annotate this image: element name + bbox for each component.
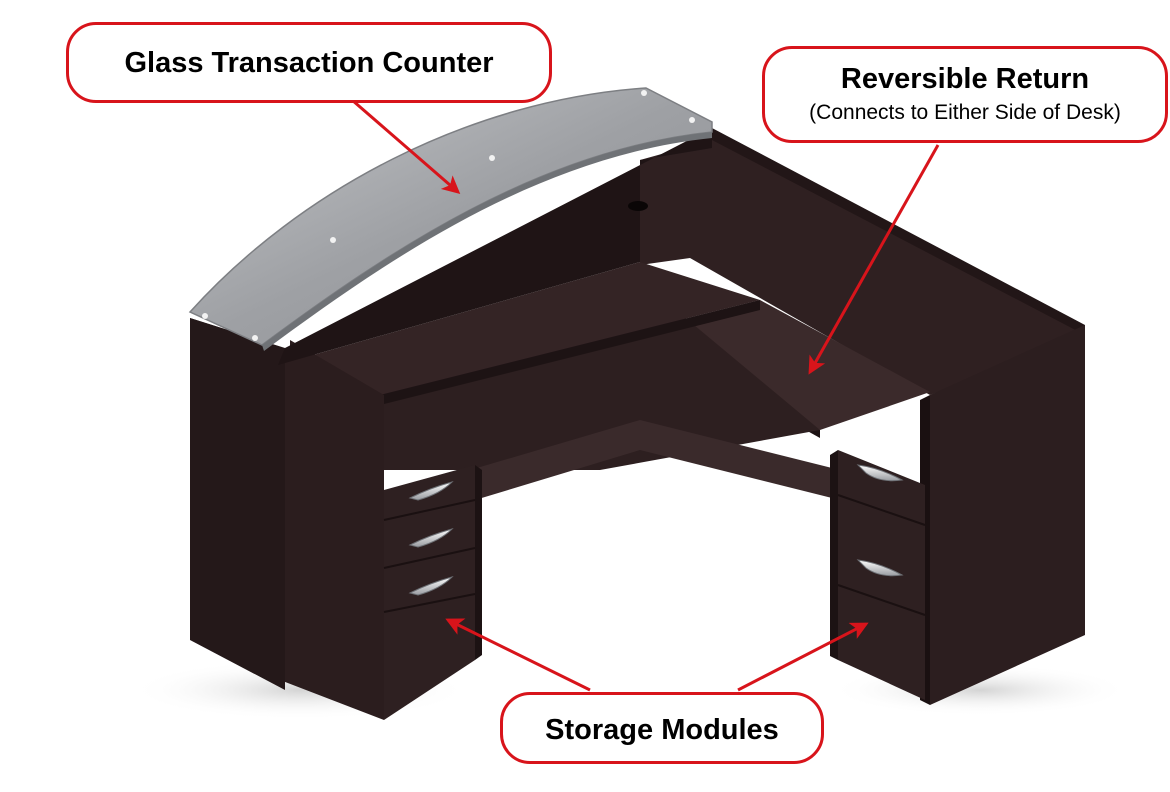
glass-standoff-icon [202, 313, 208, 319]
counter-back-wall [278, 128, 712, 365]
glass-standoff-icon [252, 335, 258, 341]
glass-standoff-icon [489, 155, 495, 161]
return-work-surface [640, 300, 930, 430]
handle-icon [408, 481, 454, 501]
callout-title: Reversible Return [840, 63, 1090, 95]
arrow-reversible-return [808, 144, 940, 375]
callout-title: Glass Transaction Counter [124, 47, 494, 79]
handle-icon [408, 528, 454, 548]
right-drawer-divider-1 [837, 494, 926, 526]
desk-surface-edge [380, 300, 760, 405]
arrow-glass-counter [351, 98, 461, 194]
arrow-storage-left [445, 618, 591, 692]
right-pedestal-side [830, 450, 838, 660]
right-drawer-divider-2 [837, 584, 926, 616]
callout-subtitle: (Connects to Either Side of Desk) [809, 101, 1121, 124]
callout-glass-counter: Glass Transaction Counter [66, 22, 552, 103]
left-drawer-divider-2 [383, 547, 476, 569]
handle-icon [856, 559, 904, 577]
callout-reversible-return: Reversible Return (Connects to Either Si… [762, 46, 1168, 143]
return-interior-wall [640, 140, 1085, 395]
desk-interior [380, 280, 820, 470]
desk-work-surface [278, 262, 760, 395]
return-end-panel [930, 325, 1085, 705]
glass-standoff-icon [330, 237, 336, 243]
handle-icon [408, 576, 454, 596]
arrow-storage-right [737, 622, 869, 692]
front-end-panel-face [190, 318, 285, 690]
knee-space-panel [470, 420, 840, 500]
callout-storage-modules: Storage Modules [500, 692, 824, 764]
left-drawer-divider-1 [383, 499, 476, 521]
handle-icon [856, 464, 904, 482]
callout-title: Storage Modules [545, 714, 779, 746]
glass-standoff-icon [641, 90, 647, 96]
glass-standoff-icon [689, 117, 695, 123]
left-pedestal-side [475, 465, 482, 660]
left-drawer-divider-3 [383, 593, 476, 613]
grommet-icon [628, 201, 648, 211]
